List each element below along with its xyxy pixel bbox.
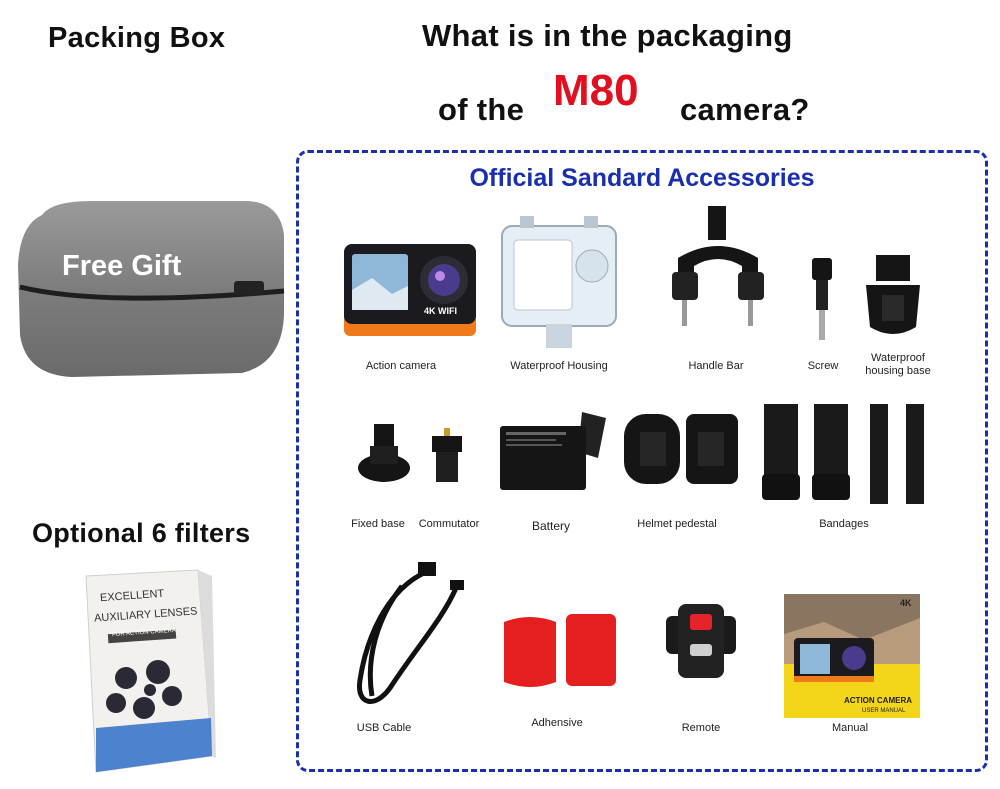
label-adhensive: Adhensive [531, 717, 583, 729]
usb-cable-image [346, 560, 476, 710]
manual-image [784, 594, 920, 718]
free-gift-label: Free Gift [62, 250, 182, 282]
label-waterproof-base-1: Waterproof [870, 352, 925, 364]
camera-badge: 4K WIFI [424, 306, 457, 316]
screw-image [810, 258, 834, 342]
header-line-2-pre: of the [438, 92, 525, 127]
manual-subtitle: USER MANUAL [862, 708, 906, 714]
manual-title: ACTION CAMERA [844, 696, 912, 705]
label-manual: Manual [831, 722, 869, 734]
optional-filters-heading: Optional 6 filters [32, 518, 251, 548]
packing-box-heading: Packing Box [48, 22, 226, 54]
header-line-1: What is in the packaging [422, 18, 793, 53]
waterproof-housing-image [498, 212, 620, 350]
label-bandages: Bandages [819, 518, 869, 530]
fixed-base-image [356, 424, 412, 482]
label-battery: Battery [531, 519, 570, 533]
model-name: M80 [553, 66, 639, 115]
battery-image [498, 412, 608, 492]
label-usb-cable: USB Cable [356, 722, 412, 734]
commutator-image [424, 428, 468, 484]
handle-bar-image [668, 206, 768, 336]
label-screw: Screw [807, 360, 839, 372]
label-fixed-base: Fixed base [351, 518, 405, 530]
bandages-image [760, 402, 928, 506]
gift-case-image [12, 195, 288, 383]
accessories-title: Official Sandard Accessories [469, 164, 815, 192]
filter-box-image [80, 568, 216, 774]
label-commutator: Commutator [418, 518, 480, 530]
label-remote: Remote [681, 722, 721, 734]
action-camera-image [342, 242, 478, 338]
header-line-2-post: camera? [680, 92, 810, 127]
accessories-frame [296, 150, 988, 772]
waterproof-base-image [862, 255, 924, 341]
label-helmet-pedestal: Helmet pedestal [637, 518, 717, 530]
label-waterproof-base-2: housing base [865, 365, 931, 377]
helmet-pedestal-image [622, 410, 740, 490]
remote-image [666, 598, 736, 684]
label-waterproof-housing: Waterproof Housing [510, 360, 608, 372]
adhensive-image [500, 612, 618, 692]
label-action-camera: Action camera [365, 360, 437, 372]
manual-corner-badge: 4K [900, 598, 912, 608]
label-handle-bar: Handle Bar [688, 360, 744, 372]
